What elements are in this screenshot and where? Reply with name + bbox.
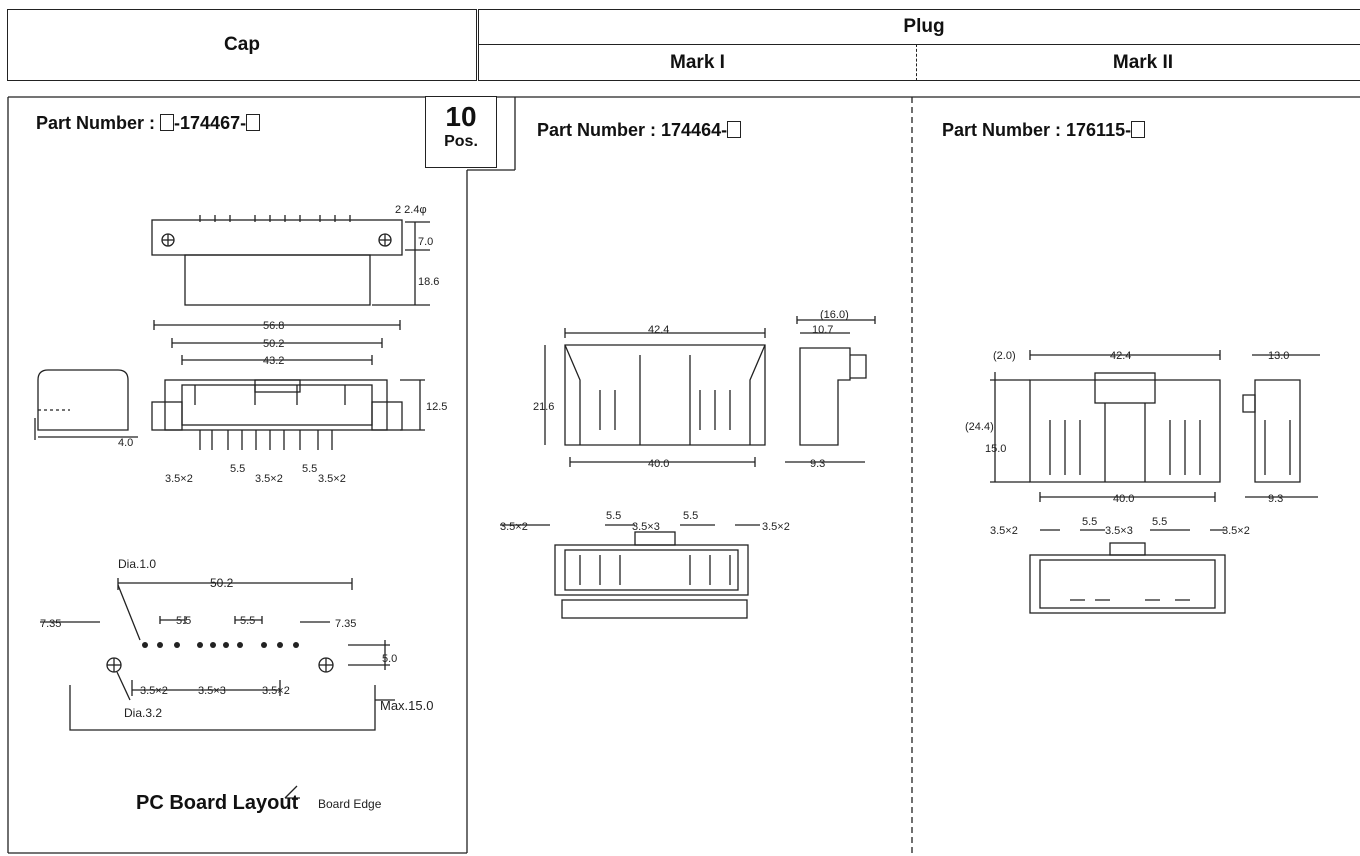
pcb-layout-title: PC Board Layout [136,792,299,814]
mark2-part-prefix: Part Number : 176115- [942,120,1132,140]
cap-dim-12-5: 12.5 [426,401,447,413]
header-mark1-label: Mark I [670,51,725,73]
cap-dim-56-8: 56.8 [263,320,284,332]
mark1-dim-5-5b: 5.5 [683,510,698,522]
mark1-dim-3-5x3: 3.5×3 [632,521,660,533]
pcb-dim-3-5x2a: 3.5×2 [140,685,168,697]
mark2-dim-2-0: (2.0) [993,350,1016,362]
mark1-front-view [544,328,766,467]
cap-prefix-blank [160,114,175,131]
cap-side-view [34,369,138,440]
mark2-bottom-view [1029,529,1226,614]
pcb-dim-7-35b: 7.35 [335,618,356,630]
pcb-layout [40,578,395,799]
header-plug-label: Plug [903,16,945,37]
cap-dim-3-5x2b: 3.5×2 [255,473,283,485]
mark2-dim-3-5x2b: 3.5×2 [1222,525,1250,537]
mark1-dim-40-0: 40.0 [648,458,669,470]
header-mark1: Mark I [478,44,917,81]
position-badge: 10 Pos. [425,96,497,168]
cap-suffix-blank [246,114,261,131]
mark1-dim-3-5x2b: 3.5×2 [762,521,790,533]
mark2-dim-40-0: 40.0 [1113,493,1134,505]
mark2-dim-15-0: 15.0 [985,443,1006,455]
cap-dim-43-2: 43.2 [263,355,284,367]
cap-dim-50-2: 50.2 [263,338,284,350]
pcb-dim-5-5b: 5.5 [240,615,255,627]
pcb-dia-1-0: Dia.1.0 [118,557,156,571]
cap-dim-7-0: 7.0 [418,236,433,248]
cap-part-prefix: Part Number : [36,113,161,133]
pcb-dim-3-5x3: 3.5×3 [198,685,226,697]
mark1-part-prefix: Part Number : 174464- [537,120,728,140]
position-count: 10 [445,101,477,132]
mark2-dim-5-5b: 5.5 [1152,516,1167,528]
mark1-dim-42-4: 42.4 [648,324,669,336]
mark2-dim-3-5x2a: 3.5×2 [990,525,1018,537]
mark2-dim-9-3: 9.3 [1268,493,1283,505]
mark2-suffix-blank [1131,121,1146,138]
mark2-dim-24-4: (24.4) [965,421,994,433]
cap-dim-5-5a: 5.5 [230,463,245,475]
cap-front-view [151,320,425,450]
cap-part-number: Part Number : -174467- [36,113,261,134]
mark2-part-number: Part Number : 176115- [942,120,1146,141]
plug-panel-frame [467,96,1360,171]
pcb-dim-5-0: 5.0 [382,653,397,665]
cap-panel-frame [7,96,468,854]
cap-dim-3-5x2a: 3.5×2 [165,473,193,485]
pcb-dia-3-2: Dia.3.2 [124,706,162,720]
mark2-dim-42-4: 42.4 [1110,350,1131,362]
pcb-dim-3-5x2b: 3.5×2 [262,685,290,697]
mark2-side-view [1242,354,1320,498]
mark2-front-view [990,350,1221,502]
cap-dim-18-6: 18.6 [418,276,439,288]
header-mark2-label: Mark II [1112,51,1174,73]
cap-dim-4-0: 4.0 [118,437,133,449]
pcb-pin-dots [142,642,299,648]
mark1-dim-21-6: 21.6 [533,401,554,413]
pcb-dim-50-2: 50.2 [210,576,234,590]
mark1-dim-5-5a: 5.5 [606,510,621,522]
cap-dim-3-5x2c: 3.5×2 [318,473,346,485]
mark1-dim-9-3: 9.3 [810,458,825,470]
pcb-max-15: Max.15.0 [380,698,433,713]
mark1-dim-3-5x2a: 3.5×2 [500,521,528,533]
mark2-dim-3-5x3: 3.5×3 [1105,525,1133,537]
mark1-bottom-view [500,524,760,619]
mark2-dim-13-0: 13.0 [1268,350,1289,362]
cap-part-mid: -174467- [174,113,247,133]
mark1-suffix-blank [727,121,742,138]
mark1-part-number: Part Number : 174464- [537,120,742,141]
mark1-side-view [785,316,876,463]
position-label: Pos. [444,133,478,150]
header-mark2: Mark II [916,44,1360,81]
mark1-dim-16-0: (16.0) [820,309,849,321]
header-cap-label: Cap [224,34,260,55]
header-cap: Cap [7,9,477,81]
pcb-dim-5-5a: 5.5 [176,615,191,627]
mark1-dim-10-7: 10.7 [812,324,833,336]
cap-top-view [151,215,430,306]
mark2-dim-5-5a: 5.5 [1082,516,1097,528]
pcb-board-edge: Board Edge [318,797,382,811]
cap-dim-2-2-4: 2 2.4φ [395,204,427,216]
cap-dim-5-5b: 5.5 [302,463,317,475]
pcb-dim-7-35a: 7.35 [40,618,61,630]
header-plug: Plug [478,9,1360,45]
